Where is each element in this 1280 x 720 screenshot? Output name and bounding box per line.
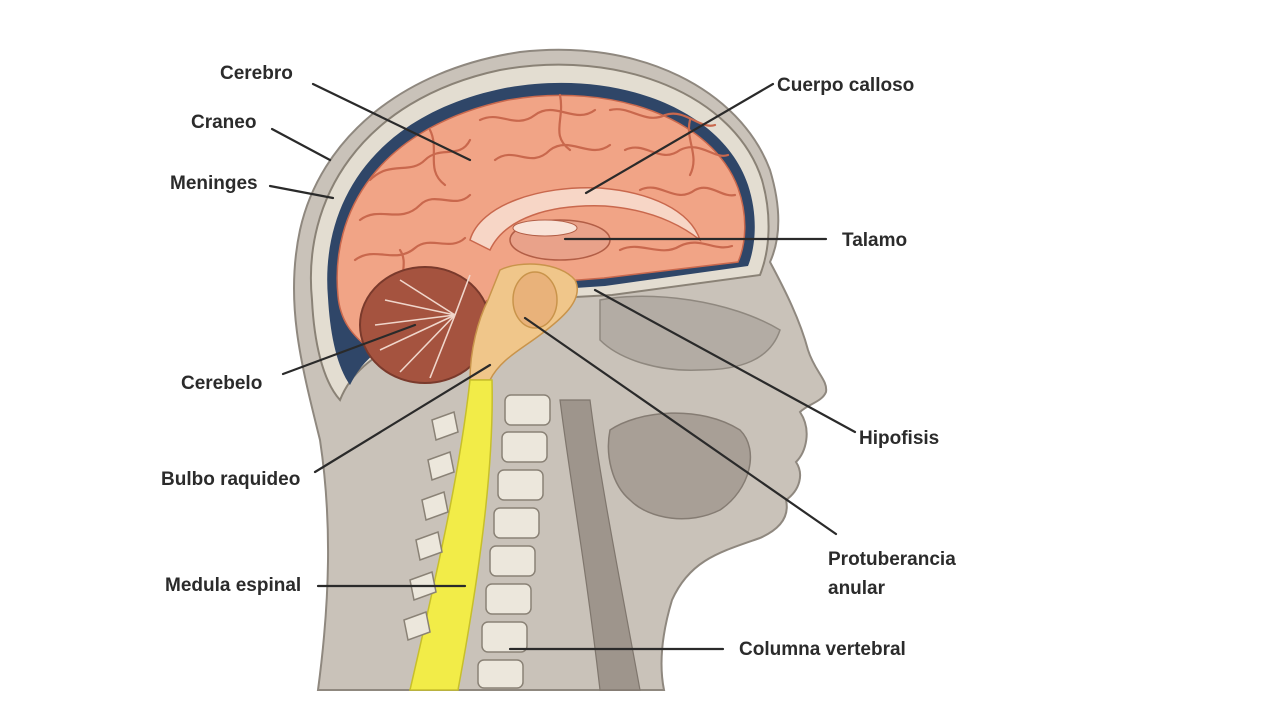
leader-bulbo	[313, 363, 492, 474]
spinal-cord	[409, 379, 493, 691]
leader-cerebro	[311, 82, 472, 162]
label-hipofisis: Hipofisis	[859, 428, 939, 449]
label-cerebelo: Cerebelo	[181, 373, 262, 394]
label-cuerpo-calloso: Cuerpo calloso	[777, 75, 914, 96]
leader-cerebelo	[281, 323, 417, 376]
pons	[512, 271, 558, 329]
head-illustration	[292, 48, 828, 691]
label-talamo: Talamo	[842, 230, 907, 251]
leader-lines	[268, 82, 857, 651]
tongue	[607, 412, 752, 520]
nasal-cavity	[599, 295, 781, 371]
label-meninges: Meninges	[170, 173, 258, 194]
leader-hipofisis	[593, 288, 857, 434]
label-craneo: Craneo	[191, 112, 256, 133]
vertebral-column	[403, 394, 551, 689]
labels: Cerebro Craneo Meninges Cerebelo Bulbo r…	[161, 63, 956, 660]
label-protuberancia-line2: anular	[828, 578, 886, 599]
label-cerebro: Cerebro	[220, 63, 293, 84]
leader-cuerpo-calloso	[584, 82, 775, 195]
ventricle	[512, 219, 578, 237]
leader-meninges	[268, 184, 335, 200]
label-bulbo: Bulbo raquideo	[161, 469, 300, 490]
label-protuberancia: Protuberancia	[828, 549, 956, 570]
label-columna: Columna vertebral	[739, 639, 906, 660]
leader-craneo	[270, 127, 332, 162]
pharynx	[559, 399, 641, 691]
label-medula: Medula espinal	[165, 575, 301, 596]
leader-protuberancia	[523, 316, 838, 536]
